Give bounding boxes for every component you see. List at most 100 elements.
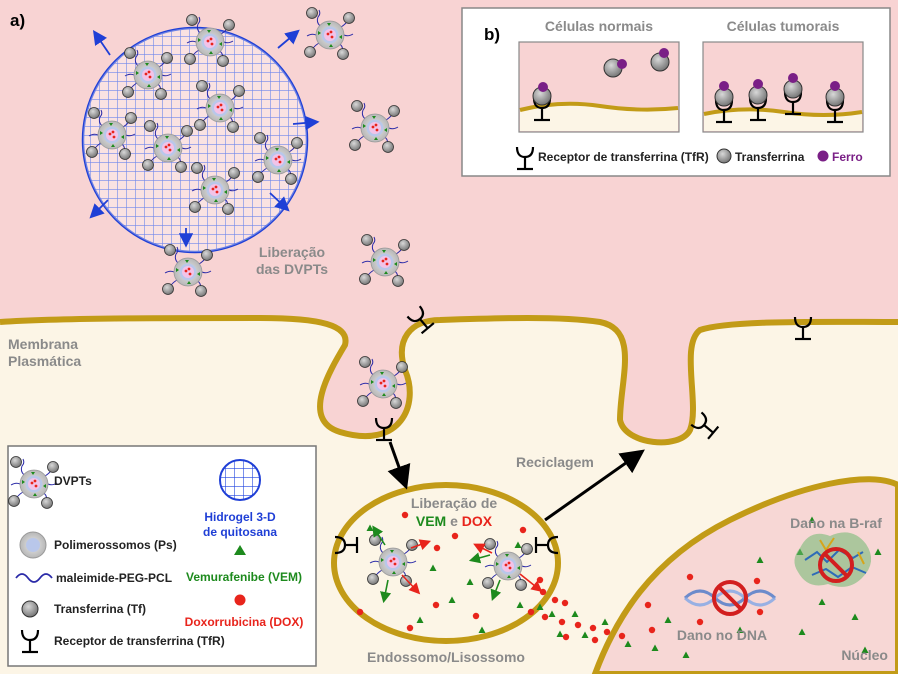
vem-molecule (861, 646, 869, 653)
legend-box (7, 445, 317, 667)
dox-molecule (603, 628, 611, 636)
drug-molecules (356, 511, 882, 658)
dox-molecule (433, 544, 441, 552)
vem-molecule (851, 613, 859, 620)
vem-molecule (818, 598, 826, 605)
legend-vem: Vemurafenibe (VEM) (186, 570, 302, 584)
drug-release-label-line2: VEM e DOX (416, 513, 493, 529)
braf-damage-label: Dano na B-raf (790, 515, 882, 531)
vem-molecule (736, 626, 744, 633)
dox-molecule (753, 577, 761, 585)
dox-molecule (451, 532, 459, 540)
dox-molecule (756, 608, 764, 616)
legend-hydrogel-line2: de quitosana (203, 525, 277, 539)
legend-dvpts: DVPTs (54, 474, 92, 488)
vem-molecule (466, 578, 474, 585)
vem-molecule (514, 541, 522, 548)
dox-molecule (401, 511, 409, 519)
legend-peg: maleimide-PEG-PCL (56, 571, 172, 585)
vem-molecule (366, 524, 374, 531)
dox-molecule (519, 526, 527, 534)
drug-release-label-line1: Liberação de (411, 495, 498, 511)
vem-molecule (536, 603, 544, 610)
membrane-label-line2: Plasmática (8, 353, 81, 369)
dox-molecule (527, 608, 535, 616)
panel-b-tag: b) (484, 25, 500, 44)
dox-molecule (696, 618, 704, 626)
braf-damage-icon (794, 532, 872, 587)
dox-molecule (432, 601, 440, 609)
endosome-label: Endossomo/Lisossomo (367, 649, 525, 665)
vem-molecule (798, 628, 806, 635)
dox-molecule (406, 624, 414, 632)
vem-molecule (556, 630, 564, 637)
vem-molecule (448, 596, 456, 603)
vem-molecule (478, 626, 486, 633)
plasma-membrane (0, 314, 898, 446)
dox-molecule (541, 613, 549, 621)
tumor-cell-molecules (714, 73, 845, 124)
legend-hydrogel-icon (219, 459, 261, 501)
vem-molecule (808, 516, 816, 523)
dna-damage-label: Dano no DNA (677, 627, 767, 643)
legend-dox-icon (234, 594, 246, 606)
dox-molecule (644, 601, 652, 609)
dox-molecule (536, 576, 544, 584)
vem-molecule (416, 616, 424, 623)
normal-cells-title: Células normais (545, 18, 653, 34)
vem-molecule (651, 644, 659, 651)
dox-molecule (551, 596, 559, 604)
legend-b-transferrin-icon (716, 148, 732, 164)
legend-vem-icon (234, 545, 246, 555)
recycling-arrow (544, 449, 645, 522)
endocytosis-arrow (387, 441, 411, 490)
membrane-label-line1: Membrana (8, 336, 78, 352)
dox-molecule (589, 624, 597, 632)
legend-transferrin: Transferrina (Tf) (54, 602, 146, 616)
dox-molecule (561, 599, 569, 607)
recycling-label: Reciclagem (516, 454, 594, 470)
legend-b-receptor: Receptor de transferrina (TfR) (538, 150, 709, 164)
legend-b-iron: Ferro (832, 150, 863, 164)
dox-molecule (591, 636, 599, 644)
legend-transferrin-icon (21, 600, 39, 618)
dox-molecule (562, 633, 570, 641)
vem-molecule (581, 631, 589, 638)
vem-molecule (548, 610, 556, 617)
legend-polymersome-icon (19, 531, 47, 559)
legend-hydrogel-line1: Hidrogel 3-D (204, 510, 276, 524)
dox-molecule (558, 618, 566, 626)
vem-molecule (874, 548, 882, 555)
dox-molecule (648, 626, 656, 634)
release-label-line2: das DVPTs (256, 261, 328, 277)
dox-molecule (686, 573, 694, 581)
vem-molecule (624, 640, 632, 647)
vem-molecule (756, 556, 764, 563)
vem-molecule (601, 618, 609, 625)
tumor-cells-title: Células tumorais (727, 18, 840, 34)
drug-release-arrows (372, 525, 543, 604)
dna-damage-icon (683, 580, 777, 616)
vem-molecule (429, 564, 437, 571)
vem-molecule (516, 601, 524, 608)
legend-b-iron-icon (817, 150, 829, 162)
legend-receptor: Receptor de transferrina (TfR) (54, 634, 225, 648)
vem-molecule (571, 610, 579, 617)
nucleus-label: Núcleo (841, 647, 888, 663)
release-label-line1: Liberação (259, 244, 325, 260)
vem-molecule (664, 616, 672, 623)
nucleus (591, 476, 898, 674)
vem-molecule (682, 651, 690, 658)
legend-dox: Doxorrubicina (DOX) (185, 615, 304, 629)
legend-peg-icon (15, 573, 53, 583)
dox-molecule (472, 612, 480, 620)
dox-molecule (574, 621, 582, 629)
dox-molecule (356, 608, 364, 616)
dox-molecule (618, 632, 626, 640)
panel-a-tag: a) (10, 11, 25, 30)
legend-polymersome: Polimerossomos (Ps) (54, 538, 177, 552)
dox-molecule (539, 588, 547, 596)
release-arrows (89, 29, 320, 248)
legend-b-transferrin: Transferrina (735, 150, 805, 164)
